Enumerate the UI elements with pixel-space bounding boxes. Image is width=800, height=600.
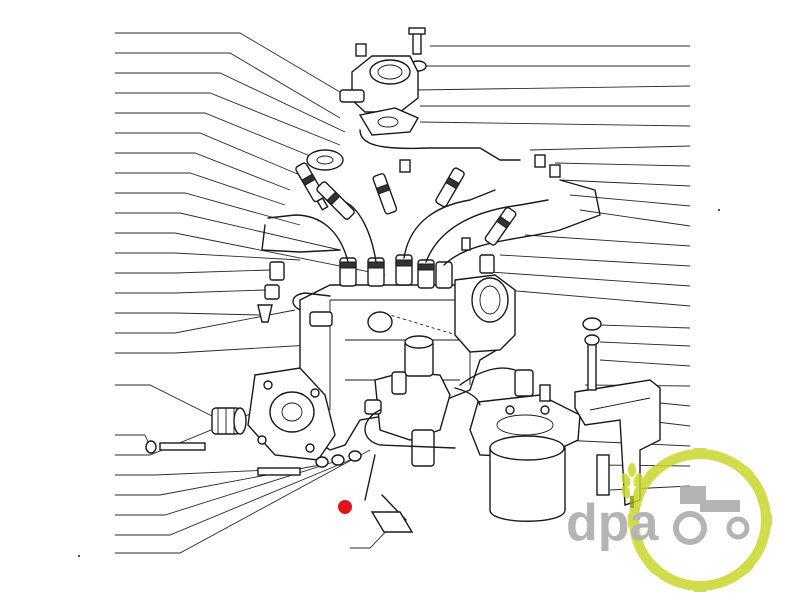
callout-leader-r7[interactable]: [554, 162, 691, 167]
injector-1: [295, 162, 329, 211]
callout-leader-r15[interactable]: [599, 324, 691, 329]
wheat-icon: [621, 463, 643, 508]
callout-leader-r9[interactable]: [569, 194, 691, 207]
callout-leader-l3[interactable]: [115, 72, 346, 133]
brand-logo: dpa: [566, 448, 772, 592]
callout-leader-l21[interactable]: [115, 469, 271, 476]
delivery-valves: [339, 254, 453, 289]
callout-leader-r22[interactable]: [599, 464, 691, 467]
callout-leader-r14[interactable]: [504, 289, 691, 307]
callout-leader-l6[interactable]: [115, 132, 301, 176]
fuel-filter-assembly: [459, 367, 581, 522]
callout-leader-l1[interactable]: [115, 32, 346, 96]
callout-leader-l18[interactable]: [115, 384, 221, 421]
callout-leader-l19[interactable]: [115, 434, 151, 448]
callout-leader-r3[interactable]: [414, 85, 691, 91]
injector-2: [316, 181, 355, 220]
callout-leader-l2[interactable]: [115, 52, 341, 119]
callout-leader-r17[interactable]: [599, 359, 691, 367]
injector-5: [484, 207, 517, 246]
callout-leader-r5[interactable]: [419, 121, 691, 127]
callout-leader-r16[interactable]: [599, 341, 691, 347]
tractor-icon: [673, 486, 750, 545]
overflow-valve-assembly: [339, 27, 427, 136]
fasteners-bottom: [145, 440, 414, 533]
drive-gear: [211, 407, 247, 435]
callout-leader-l5[interactable]: [115, 112, 321, 161]
callout-leader-l13[interactable]: [115, 269, 271, 274]
injector-4: [435, 167, 465, 208]
callout-leader-r8[interactable]: [559, 179, 691, 187]
callout-leader-r12[interactable]: [499, 254, 691, 267]
callout-leader-l8[interactable]: [115, 172, 286, 206]
callout-leader-r13[interactable]: [489, 271, 691, 287]
filter-canister: [489, 447, 566, 522]
callout-leader-l23[interactable]: [115, 459, 341, 516]
callout-leader-l4[interactable]: [115, 92, 341, 146]
stop-control-valve: [364, 335, 481, 467]
callout-leader-l17[interactable]: [115, 344, 311, 354]
callout-leader-l24[interactable]: [115, 457, 356, 536]
callout-leader-r11[interactable]: [524, 234, 691, 247]
callout-leader-l9[interactable]: [115, 192, 301, 226]
callout-leader-l25[interactable]: [115, 449, 371, 554]
callout-leader-l16[interactable]: [115, 309, 296, 334]
callout-leader-r6[interactable]: [529, 145, 691, 151]
highlight-marker[interactable]: [338, 500, 352, 514]
logo-text: dpa: [566, 494, 660, 552]
callout-leader-l10[interactable]: [115, 212, 341, 251]
callout-leader-l12[interactable]: [115, 252, 301, 261]
injectors: [295, 149, 561, 246]
callout-leader-l7[interactable]: [115, 152, 291, 191]
callout-leader-r10[interactable]: [579, 209, 691, 227]
callout-leader-l14[interactable]: [115, 289, 266, 294]
injection-pump-body: [211, 254, 516, 461]
injector-pipes: [261, 129, 601, 311]
callout-leader-l15[interactable]: [115, 312, 261, 316]
callout-leader-l11[interactable]: [115, 232, 386, 276]
nozzle-fittings: [257, 237, 495, 333]
injector-3: [372, 173, 398, 215]
